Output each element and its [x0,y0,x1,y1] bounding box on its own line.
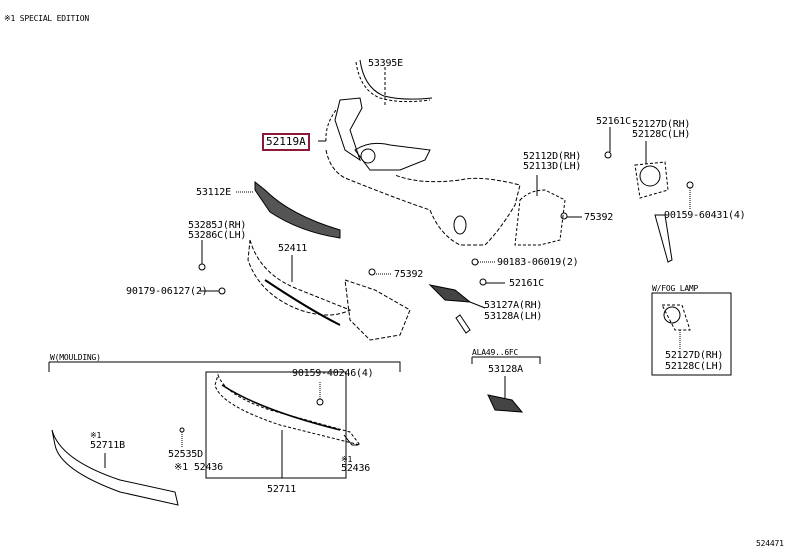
part-52711B-shape [51,429,179,506]
part-label-53127A[interactable]: 53127A(RH) [484,300,543,311]
part-label-52127D[interactable]: 52127D(RH) [632,119,691,130]
part-53127A-shape [428,284,472,303]
part-label-90159-40246[interactable]: 90159-40246(4) [292,368,374,379]
part-label-53395E[interactable]: 53395E [368,58,403,69]
part-label-52161C-a[interactable]: 52161C [509,278,544,289]
part-label-90183-06019[interactable]: 90183-06019(2) [497,257,579,268]
part-53112E-shape [254,180,341,239]
part-label-75392-a[interactable]: 75392 [394,269,424,280]
part-label-fog-52127D[interactable]: 52127D(RH) [665,350,724,361]
part-label-52436-left[interactable]: ※1 52436 [174,462,223,473]
part-label-53285J[interactable]: 53285J(RH) [188,220,247,231]
exc-group-bracket [471,356,541,364]
part-label-52411[interactable]: 52411 [278,243,308,254]
part-label-52711B[interactable]: 52711B [90,440,125,451]
part-label-53128A-lh[interactable]: 53128A(LH) [484,311,543,322]
part-fog-lamp-shape [639,165,661,187]
part-label-75392-b[interactable]: 75392 [584,212,614,223]
part-label-52113D[interactable]: 52113D(LH) [523,161,582,172]
part-53395E-shape [355,61,431,103]
part-label-52128C[interactable]: 52128C(LH) [632,129,691,140]
part-52411-shape [247,239,352,316]
fog-lamp-group-title: W/FOG LAMP [652,284,699,293]
part-label-52112D[interactable]: 52112D(RH) [523,151,582,162]
part-label-52436-right[interactable]: 52436 [341,463,371,474]
special-note-b: ※1 [341,455,353,464]
part-52119A-shape [334,97,363,162]
moulding-group-title: W(MOULDING) [50,353,101,362]
part-label-53112E[interactable]: 53112E [196,187,231,198]
part-label-90159-60431[interactable]: 90159-60431(4) [664,210,746,221]
part-label-52119A-highlighted[interactable]: 52119A [262,133,310,151]
diagram-id: 524471 [756,539,784,548]
part-label-53286C[interactable]: 53286C(LH) [188,230,247,241]
exc-group-title: ALA49..6FC [472,348,519,357]
part-label-52161C-b[interactable]: 52161C [596,116,631,127]
part-52112D-shape [514,189,566,246]
fog-lamp-group-box [651,292,732,376]
special-edition-note: ※1 SPECIAL EDITION [4,14,89,23]
moulding-group-bracket [48,361,401,372]
special-note-a: ※1 [90,431,102,440]
part-label-52535D[interactable]: 52535D [168,449,203,460]
part-52711-shape [214,373,362,446]
part-label-53128A[interactable]: 53128A [488,364,523,375]
part-label-90179-06127[interactable]: 90179-06127(2) [126,286,208,297]
part-label-52711[interactable]: 52711 [267,484,297,495]
part-label-fog-52128C[interactable]: 52128C(LH) [665,361,724,372]
part-bumper-cover-shape [325,149,521,246]
